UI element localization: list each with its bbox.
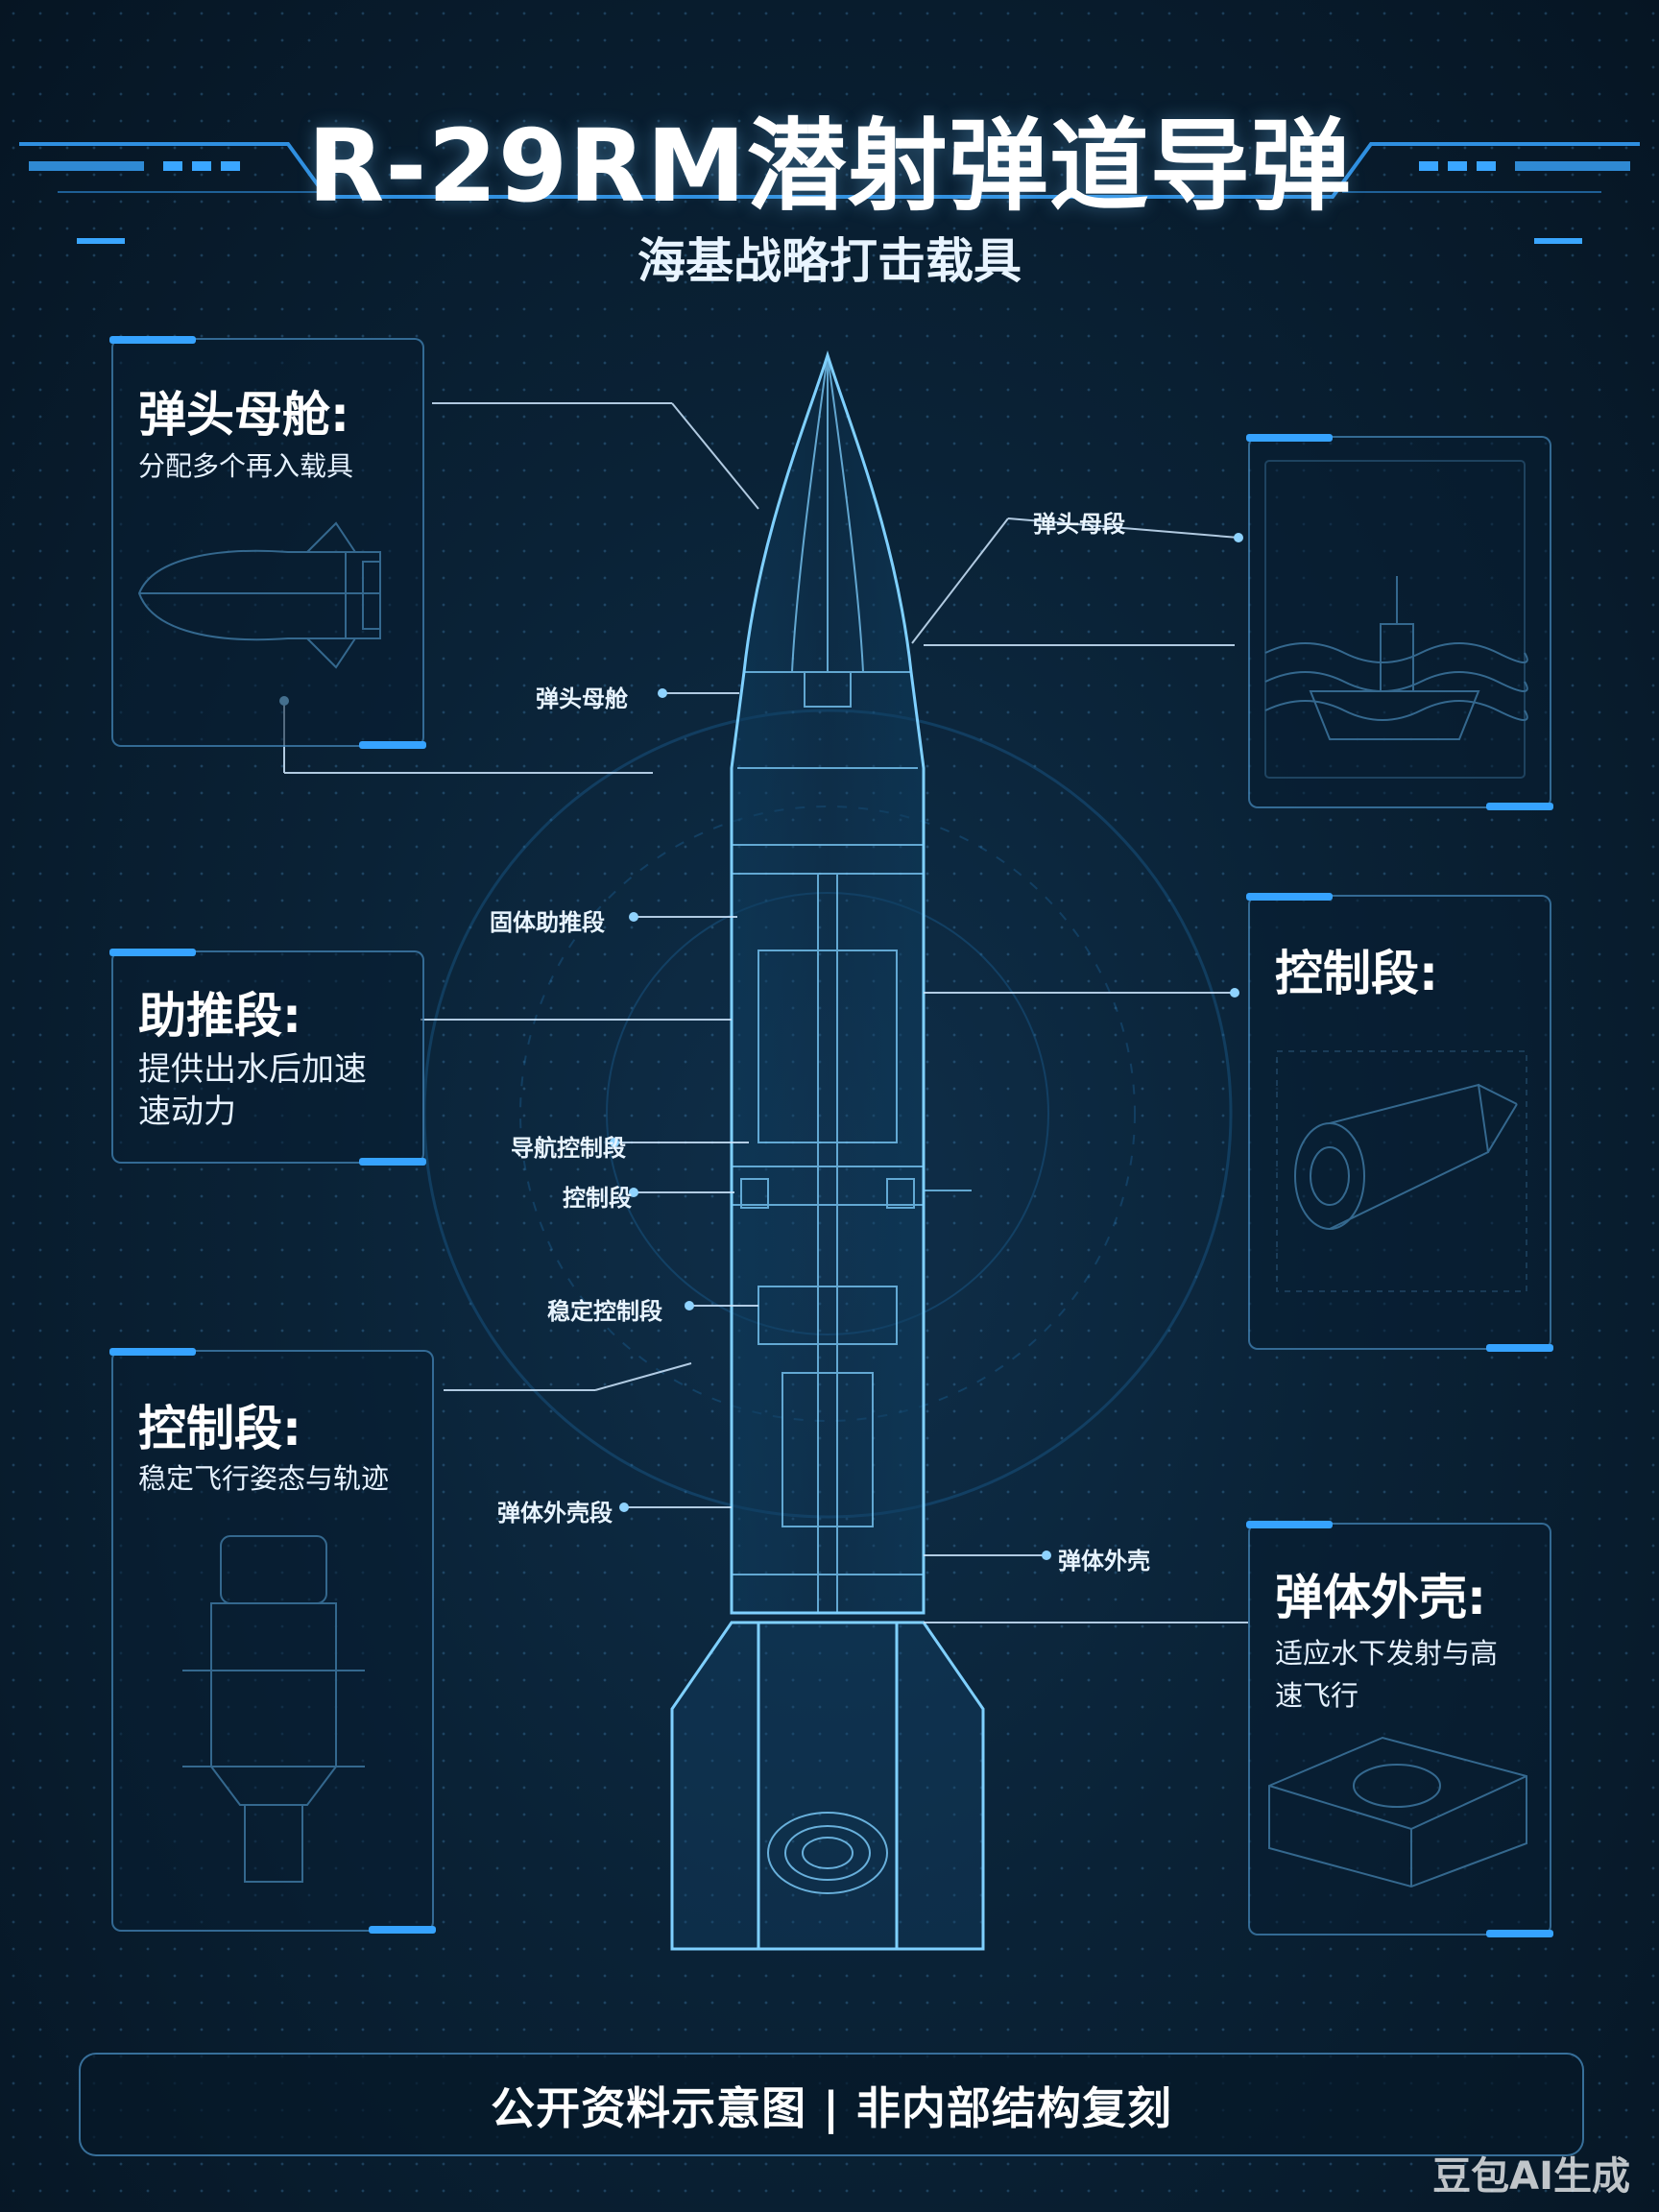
panel-control-left-heading: 控制段:: [138, 1401, 301, 1456]
panel-booster-desc-1: 提供出水后加速: [138, 1050, 367, 1089]
panel-control-left: 控制段: 稳定飞行姿态与轨迹: [109, 1348, 436, 1934]
callout-stable-control: 稳定控制段: [547, 1298, 662, 1325]
page-subtitle: 海基战略打击载具: [637, 233, 1022, 289]
panel-shell: 弹体外壳: 适应水下发射与高 速飞行: [1246, 1521, 1553, 1937]
callout-nav-control: 导航控制段: [511, 1135, 626, 1162]
panel-booster: 助推段: 提供出水后加速 速动力: [109, 949, 426, 1166]
panel-control-left-desc: 稳定飞行姿态与轨迹: [138, 1462, 390, 1495]
panel-shell-desc-1: 适应水下发射与高: [1275, 1637, 1499, 1670]
callout-shell-left: 弹体外壳段: [497, 1500, 613, 1527]
callout-top-right: 弹头母段: [1033, 511, 1125, 538]
callout-shell-right: 弹体外壳: [1058, 1548, 1150, 1575]
callout-control: 控制段: [563, 1185, 632, 1212]
missile-nozzle: [767, 1812, 888, 1894]
panel-booster-desc-2: 速动力: [138, 1093, 236, 1131]
footer-bar: 公开资料示意图 | 非内部结构复刻: [79, 2053, 1584, 2156]
page-title: R-29RM潜射弹道导弹: [307, 108, 1352, 225]
panel-control-right-heading: 控制段:: [1275, 946, 1438, 1001]
panel-warhead: 弹头母舱: 分配多个再入载具: [109, 336, 426, 749]
callout-warhead: 弹头母舱: [536, 685, 628, 712]
panel-shell-desc-2: 速飞行: [1275, 1679, 1359, 1712]
watermark: 豆包AI生成: [1432, 2154, 1630, 2199]
panel-shell-heading: 弹体外壳:: [1275, 1570, 1486, 1625]
leader-lines: [283, 402, 1248, 1623]
panel-control-right: 控制段:: [1246, 893, 1553, 1352]
panel-warhead-heading: 弹头母舱:: [138, 387, 349, 443]
panel-booster-heading: 助推段:: [138, 988, 301, 1044]
missile-body: [730, 349, 926, 1615]
panel-submarine: [1246, 434, 1553, 810]
footer-text: 公开资料示意图 | 非内部结构复刻: [491, 2082, 1172, 2134]
missile-fins: [670, 1621, 985, 1951]
header-decoration: [19, 142, 1640, 199]
panel-warhead-desc: 分配多个再入载具: [138, 450, 354, 482]
callout-solid-booster: 固体助推段: [490, 909, 605, 936]
